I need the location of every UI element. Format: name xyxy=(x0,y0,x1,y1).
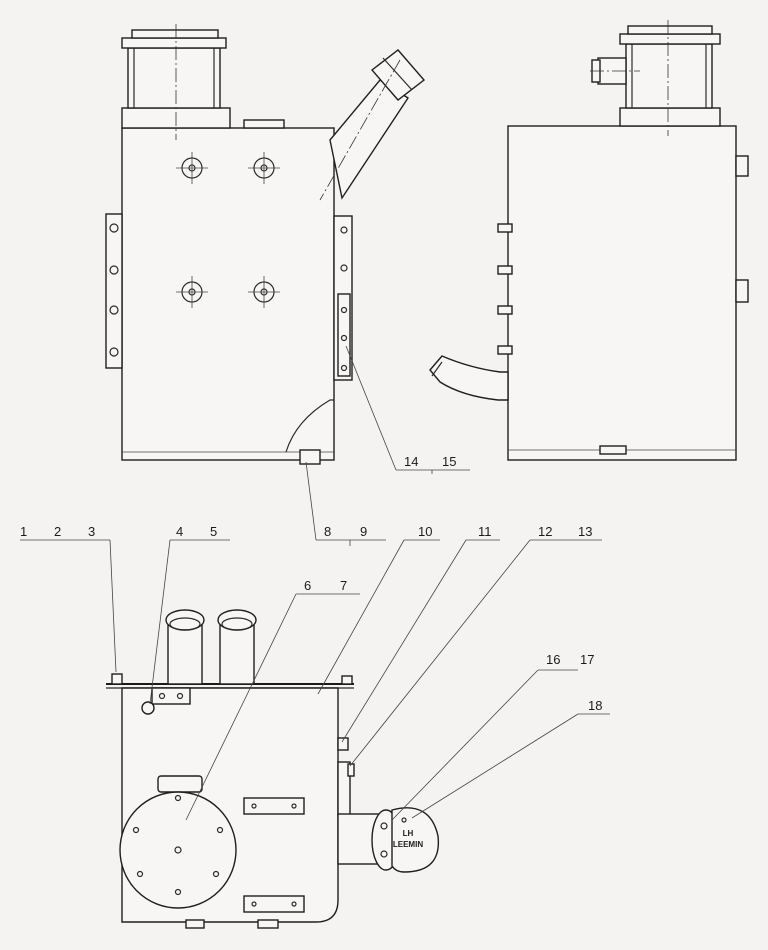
callout-7: 7 xyxy=(340,578,347,593)
front-view-inclined-pipe xyxy=(319,49,426,201)
front-view-ports xyxy=(176,152,280,308)
callout-18: 18 xyxy=(588,698,602,713)
plan-view-inspection-cover xyxy=(119,775,237,909)
callout-6: 6 xyxy=(304,578,311,593)
callout-9: 9 xyxy=(360,524,367,539)
plan-view-twin-pipes xyxy=(165,609,257,685)
callout-11: 11 xyxy=(478,524,492,539)
front-view-right-bracket xyxy=(333,215,353,381)
nameplate-line1: LH xyxy=(403,829,414,838)
front-view-tank-body xyxy=(121,127,335,461)
plan-view-strap-upper xyxy=(243,797,305,815)
callout-1: 1 xyxy=(20,524,27,539)
callout-16: 16 xyxy=(546,652,560,667)
front-view-drain-plug xyxy=(299,449,321,465)
front-view xyxy=(105,24,426,465)
side-view-tank-body xyxy=(507,125,737,461)
side-view-bolts xyxy=(497,223,513,355)
callout-15: 15 xyxy=(442,454,456,469)
callout-2: 2 xyxy=(54,524,61,539)
callout-4: 4 xyxy=(176,524,183,539)
callout-8: 8 xyxy=(324,524,331,539)
callout-12: 12 xyxy=(538,524,552,539)
callout-10: 10 xyxy=(418,524,432,539)
callout-3: 3 xyxy=(88,524,95,539)
callout-13: 13 xyxy=(578,524,592,539)
plan-view-level-gauge: LH LEEMIN xyxy=(371,807,440,873)
callout-5: 5 xyxy=(210,524,217,539)
plan-view: LH LEEMIN xyxy=(106,609,440,929)
callout-17: 17 xyxy=(580,652,594,667)
nameplate-line2: LEEMIN xyxy=(393,840,423,849)
front-view-left-bracket xyxy=(105,213,123,369)
leader-lines xyxy=(20,345,610,821)
plan-view-strap-lower xyxy=(243,895,305,913)
part-number-callouts: 1 2 3 4 5 6 7 8 9 10 11 12 13 14 15 16 1… xyxy=(20,454,602,713)
side-view-outlet-pipe xyxy=(429,355,509,401)
callout-14: 14 xyxy=(404,454,418,469)
side-view xyxy=(429,20,749,461)
